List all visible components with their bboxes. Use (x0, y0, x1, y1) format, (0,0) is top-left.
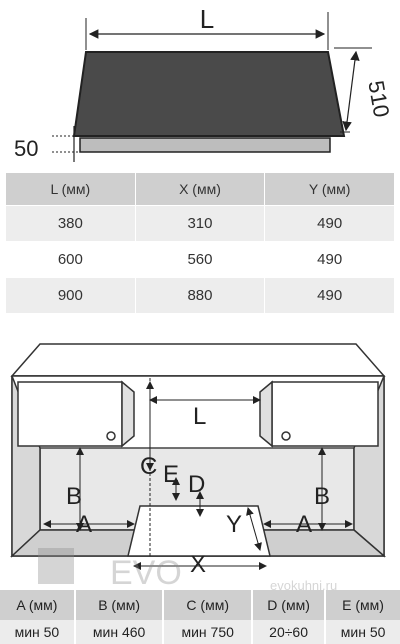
cell-x: 310 (134, 205, 265, 242)
installation-table-header: A (мм) B (мм) C (мм) D (мм) E (мм) (0, 590, 400, 620)
countertop (10, 343, 386, 377)
value-d: 20÷60 (251, 620, 326, 644)
watermark: EVO evokuhni.ru (38, 548, 337, 593)
table-row: 380 310 490 (6, 205, 394, 242)
dimension-l-label: L (200, 4, 214, 34)
cell-l: 600 (6, 241, 136, 278)
cell-l: 900 (6, 277, 136, 313)
header-e: E (мм) (324, 590, 400, 620)
label-d: D (188, 471, 205, 498)
watermark-site: evokuhni.ru (270, 578, 337, 593)
cell-y: 490 (264, 241, 394, 278)
header-x: X (мм) (134, 173, 265, 206)
right-knob (281, 431, 291, 441)
watermark-brand: EVO (110, 554, 182, 592)
watermark-logo-icon (38, 548, 74, 584)
label-a-right: A (296, 511, 312, 538)
value-b: мин 460 (73, 620, 164, 644)
dimension-l-top: L (85, 4, 329, 50)
label-y: Y (226, 511, 242, 538)
dimension-depth-label: 510 (363, 79, 394, 120)
dimension-table: L (мм) X (мм) Y (мм) 380 310 490 600 560… (6, 173, 394, 313)
cell-y: 490 (264, 277, 394, 313)
label-e: E (163, 461, 179, 488)
label-b-left: B (66, 483, 82, 510)
cell-x: 560 (134, 241, 265, 278)
value-a: мин 50 (0, 620, 75, 644)
header-y: Y (мм) (264, 173, 394, 206)
value-c: мин 750 (162, 620, 253, 644)
dimension-table-header: L (мм) X (мм) Y (мм) (6, 173, 394, 206)
hob-base-slab (79, 137, 331, 153)
table-row: 900 880 490 (6, 277, 394, 313)
header-b: B (мм) (73, 590, 164, 620)
header-a: A (мм) (0, 590, 75, 620)
hob-top-view (72, 51, 346, 153)
label-x: X (190, 551, 206, 578)
label-l: L (193, 403, 206, 430)
dimension-depth: 510 (334, 47, 394, 133)
cabinet-dimensions (43, 378, 353, 570)
cell-l: 380 (6, 205, 136, 242)
cell-x: 880 (134, 277, 265, 313)
label-b-right: B (314, 483, 330, 510)
cabinet-labels: L C E D B B A A Y X (66, 403, 330, 578)
value-e: мин 50 (324, 620, 400, 644)
header-c: C (мм) (162, 590, 253, 620)
header-d: D (мм) (251, 590, 326, 620)
hob-glass-top (72, 51, 346, 137)
left-knob (106, 431, 116, 441)
label-a-left: A (76, 511, 92, 538)
table-row: 600 560 490 (6, 241, 394, 278)
header-l: L (мм) (6, 173, 136, 206)
installation-table: A (мм) B (мм) C (мм) D (мм) E (мм) мин 5… (0, 590, 400, 644)
cutout-opening (127, 505, 271, 557)
dimension-height-label: 50 (14, 136, 38, 161)
dimension-height: 50 (14, 126, 80, 162)
label-c: C (140, 453, 157, 480)
cell-y: 490 (264, 205, 394, 242)
table-row: мин 50 мин 460 мин 750 20÷60 мин 50 (0, 620, 400, 644)
